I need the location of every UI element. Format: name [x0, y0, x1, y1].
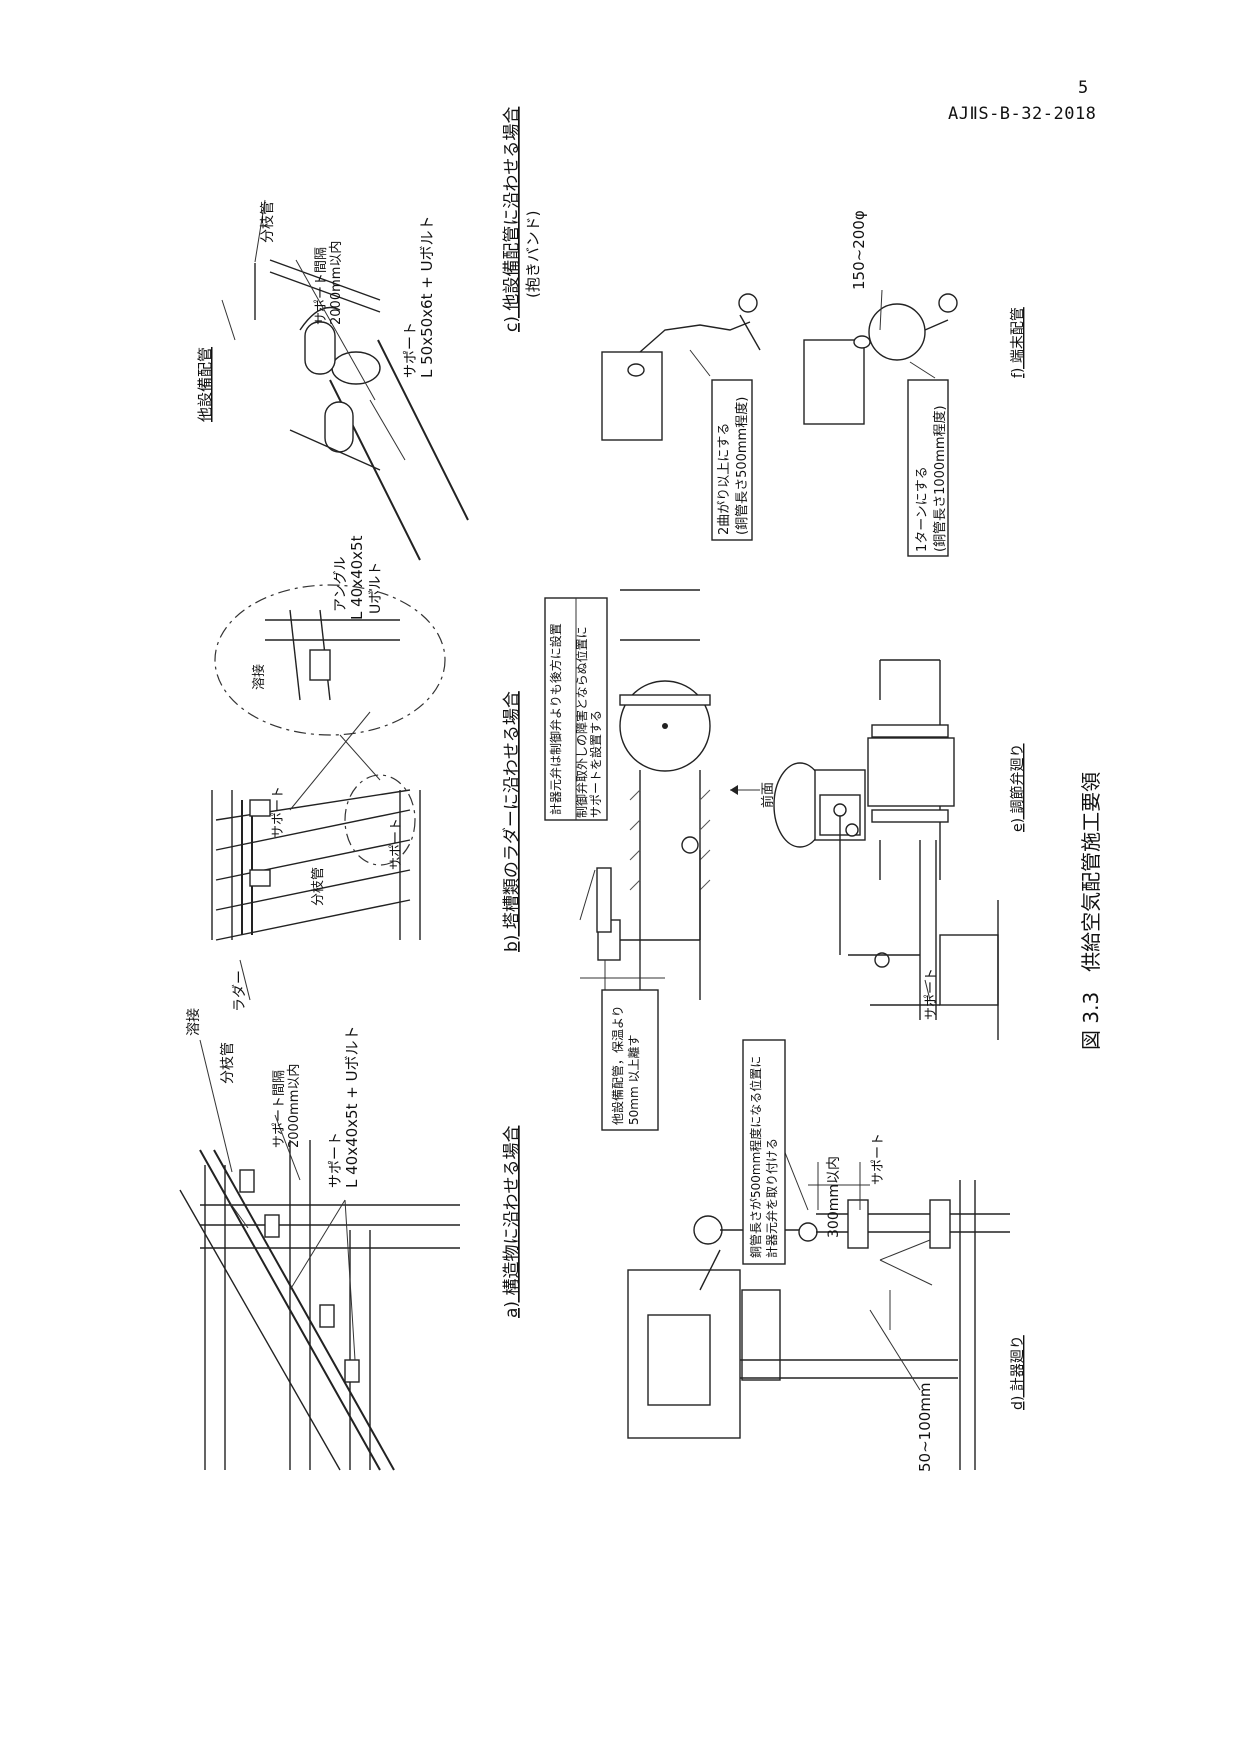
panel-f-note1b: (銅管長さ500mm程度): [734, 397, 750, 535]
panel-c-support-spec: L 50x50x6t + Uボルト: [418, 215, 436, 378]
panel-b-angle-label: アングル: [333, 557, 349, 612]
panel-b-valve-drawing: [544, 589, 760, 1000]
panel-c-spacing-label: サポート間隔: [314, 247, 329, 325]
panel-c-branch-label: 分枝管: [260, 201, 276, 243]
panel-e-support-label: サポート: [924, 968, 939, 1020]
panel-b-ubolt-label: Uボルト: [368, 562, 384, 614]
panel-e-valve-drawing: [773, 659, 999, 1040]
panel-d-dim2: 50~100mm: [916, 1382, 934, 1472]
figure-caption: 図 3.3 供給空気配管施工要領: [1079, 772, 1103, 1050]
panel-f-title: f) 端末配管: [1010, 307, 1026, 378]
panel-e-title: e) 調節弁廻り: [1009, 743, 1026, 832]
panel-c-title: c) 他設備配管に沿わせる場合: [502, 107, 522, 332]
panel-a-title: a) 構造物に沿わせる場合: [502, 1126, 522, 1318]
panel-d-note-b: 計器元弁を取り付ける: [764, 1138, 779, 1258]
panel-b-angle-spec: L 40x40x5t: [348, 535, 366, 620]
panel-d-title: d) 計器廻り: [1010, 1335, 1026, 1410]
panel-d-instrument-drawing: [627, 1139, 1010, 1470]
panel-a-structure-drawing: [179, 1039, 460, 1471]
document-number: AJⅡS-B-32-2018: [948, 104, 1097, 124]
panel-c-support-label: サポート: [403, 322, 419, 378]
panel-b-ladder-drawing: [211, 584, 446, 1001]
panel-f-note2b: (銅管長さ1000mm程度): [932, 405, 948, 552]
panel-a-spacing-value: 2000mm以内: [286, 1064, 302, 1148]
panel-b-support2-label: サポート: [389, 818, 404, 870]
panel-d-dim1: 300mm以内: [826, 1156, 842, 1238]
panel-b-note2b: サポートを設置する: [588, 710, 603, 818]
panel-b-note2a: 制御弁取外しの障害とならぬ位置に: [574, 626, 589, 818]
panel-d-note-box: [742, 1039, 786, 1265]
panel-b-note3-box: [601, 989, 659, 1131]
panel-c-pipe-drawing: [221, 199, 469, 561]
panel-b-support1-label: サポート: [271, 786, 286, 838]
panel-b-note1: 計器元弁は制御弁よりも後方に設置: [548, 623, 563, 815]
panel-c-spacing-value: 2000mm以内: [328, 241, 344, 325]
panel-f-diameter: 150~200φ: [850, 210, 868, 290]
panel-f-terminal-drawing: [601, 289, 958, 441]
panel-c-subtitle: (抱きバンド): [524, 211, 542, 298]
panel-d-note-a: 銅管長さが500mm程度になる位置に: [748, 1056, 763, 1258]
panel-b-title: b) 塔槽類のラダーに沿わせる場合: [502, 691, 522, 952]
panel-b-weld-label: 溶接: [251, 664, 267, 690]
panel-a-support-spec: L 40x40x5t + Uボルト: [343, 1025, 361, 1188]
panel-d-support-label: サポート: [871, 1133, 886, 1185]
panel-a-support-label: サポート: [328, 1132, 344, 1188]
panel-f-note2a: 1ターンにする: [915, 466, 930, 552]
panel-f-note1-box: [711, 379, 753, 541]
panel-b-note3a: 他設備配管，保温より: [610, 1005, 625, 1125]
panel-b-branch-label: 分枝管: [311, 867, 326, 906]
panel-f-note1a: 2曲がり以上にする: [717, 423, 732, 535]
panel-b-ladder-label: ラダー: [232, 970, 248, 1012]
panel-c-other-pipe-label: 他設備配管: [196, 347, 214, 422]
panel-f-note2-box: [907, 379, 949, 557]
panel-b-front-label: 前面: [760, 782, 776, 808]
panel-a-branch-label: 分枝管: [220, 1042, 236, 1084]
panel-b-note3b: 50mm 以上離す: [627, 1035, 641, 1125]
panel-a-weld-label: 溶接: [185, 1008, 202, 1036]
panel-a-spacing-label: サポート間隔: [272, 1070, 287, 1148]
page-number: 5: [1078, 78, 1089, 98]
